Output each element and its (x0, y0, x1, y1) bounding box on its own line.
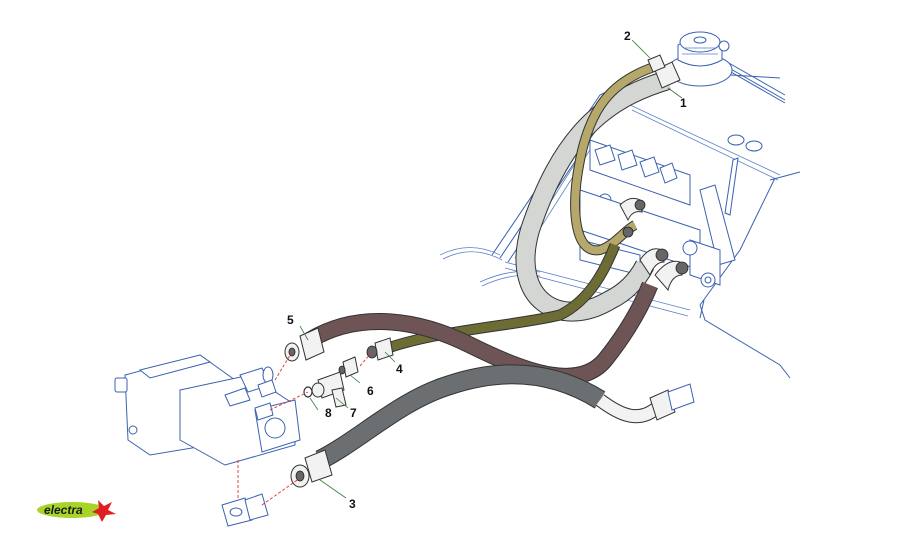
logo-mark-icon (92, 500, 116, 522)
pump-assembly (114, 354, 301, 527)
callout-1: 1 (680, 96, 687, 110)
callout-5: 5 (287, 313, 294, 327)
seal-ring (303, 386, 313, 398)
hose-2 (571, 61, 662, 255)
callout-7: 7 (350, 406, 357, 420)
assembly-lines (237, 351, 373, 506)
tank-cap (667, 31, 733, 87)
hoses (305, 60, 671, 469)
leader-lines (299, 39, 683, 499)
callout-6: 6 (367, 384, 374, 398)
callouts: 1 2 3 4 5 6 7 8 (287, 29, 687, 511)
electra-logo: electra (37, 500, 116, 522)
callout-2: 2 (624, 29, 631, 43)
logo-oval (37, 502, 107, 518)
callout-8: 8 (325, 406, 332, 420)
hose-3 (315, 365, 605, 469)
callout-4: 4 (396, 362, 403, 376)
callout-3: 3 (349, 497, 356, 511)
logo-text: electra (44, 503, 83, 517)
